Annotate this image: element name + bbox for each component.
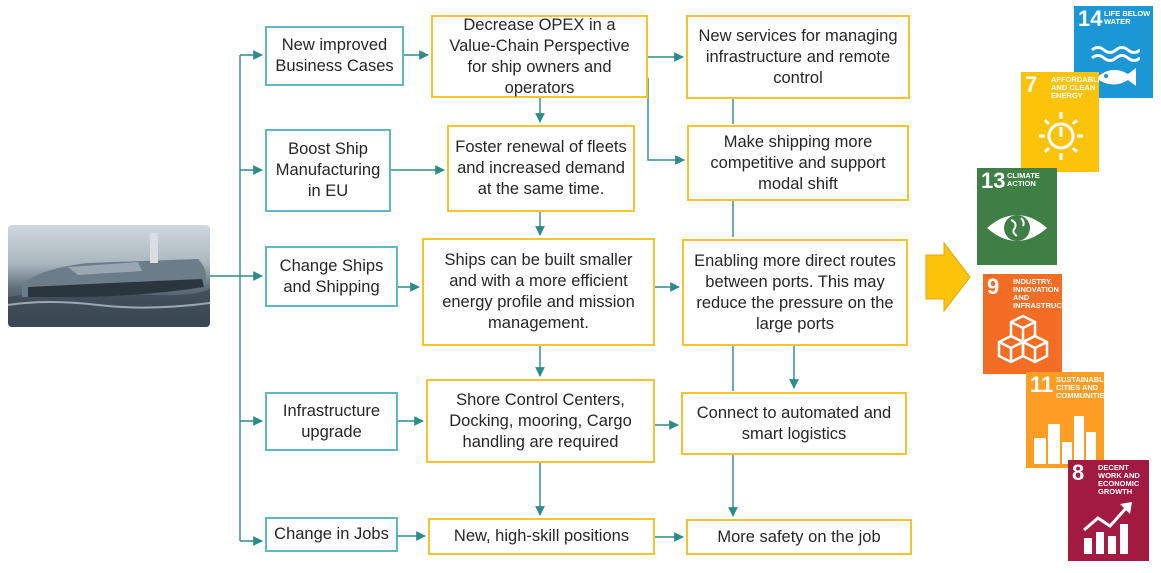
category-jobs: Change in Jobs [265,517,398,552]
outcome-new-services: New services for managing infrastructure… [686,15,910,99]
outcome-competitive-shipping: Make shipping more competitive and suppo… [687,125,909,201]
category-ship-manufacturing: Boost Ship Manufacturing in EU [265,129,391,212]
outcome-smart-logistics: Connect to automated and smart logistics [681,392,907,455]
category-infrastructure: Infrastructure upgrade [265,392,398,451]
fish-icon [1091,46,1140,86]
growth-chart-icon [1083,502,1132,554]
category-ships-shipping: Change Ships and Shipping [265,246,398,307]
earth-eye-icon [987,215,1047,241]
effect-foster-renewal: Foster renewal of fleets and increased d… [447,125,635,212]
outcome-safety-on-job: More safety on the job [686,519,912,555]
category-business-cases: New improved Business Cases [265,26,404,86]
effect-shore-control: Shore Control Centers, Docking, mooring,… [426,379,655,463]
sun-power-icon [1039,112,1083,160]
cubes-icon [997,314,1049,364]
effect-decrease-opex: Decrease OPEX in a Value-Chain Perspecti… [431,15,648,98]
effect-high-skill-positions: New, high-skill positions [428,518,655,555]
city-icon [1034,416,1096,464]
outcome-direct-routes: Enabling more direct routes between port… [682,239,908,346]
big-arrow-right [925,241,971,313]
autonomous-ship-image [8,225,210,327]
effect-smaller-ships: Ships can be built smaller and with a mo… [422,238,655,346]
